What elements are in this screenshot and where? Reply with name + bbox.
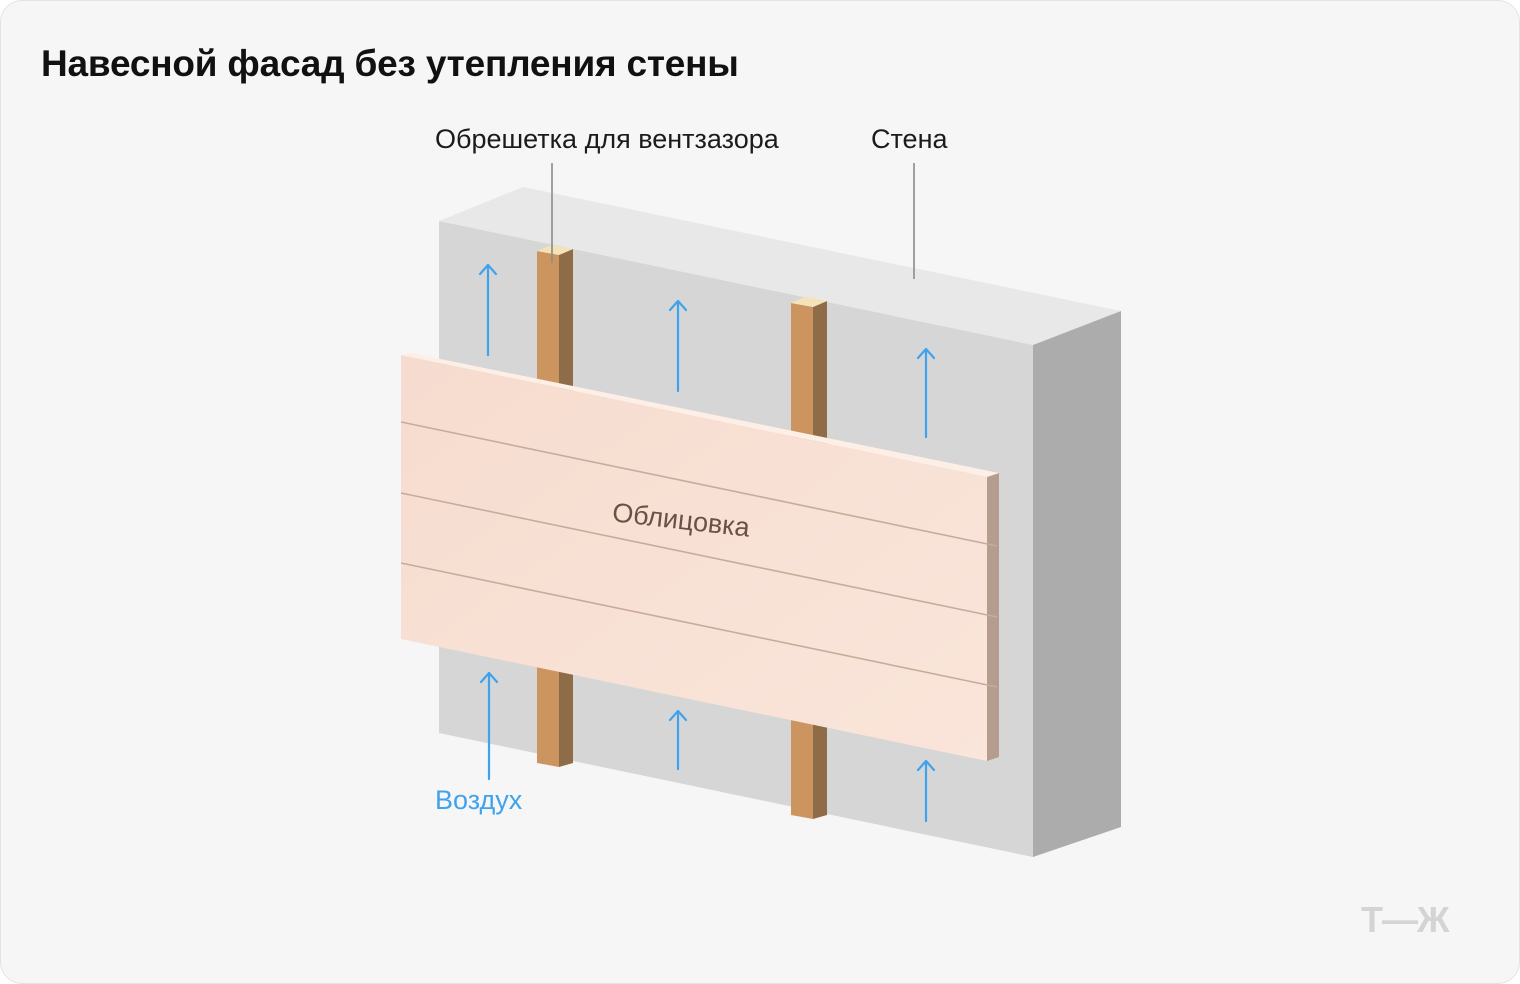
air-label: Воздух: [435, 785, 523, 815]
air-arrow-icon: [668, 709, 688, 771]
air-arrow-icon: [668, 299, 688, 393]
wall-label: Стена: [871, 124, 948, 154]
air-arrow-icon: [479, 671, 499, 781]
cladding-panel: [400, 353, 999, 761]
wall-top-face: [439, 187, 1121, 345]
brand-logo: Т—Ж: [1361, 899, 1450, 940]
lath-label: Обрешетка для вентзазора: [435, 124, 779, 154]
air-arrow-icon: [478, 263, 498, 357]
diagram-title: Навесной фасад без утепления стены: [41, 43, 739, 84]
air-arrow-icon: [916, 759, 936, 823]
air-arrow-icon: [916, 347, 936, 439]
wall-side-face: [1033, 311, 1121, 857]
